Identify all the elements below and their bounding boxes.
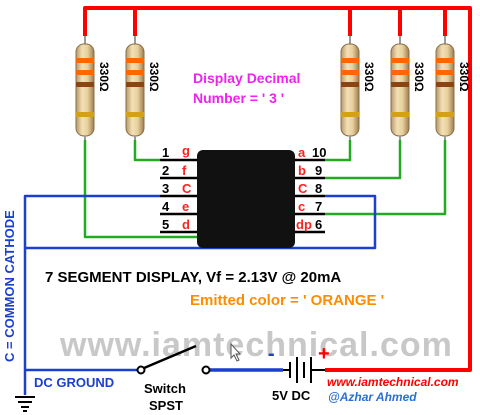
watermark-text: www.iamtechnical.com: [59, 326, 453, 364]
resistor-g: 330Ω: [75, 36, 111, 140]
switch-label: Switch: [144, 381, 186, 396]
pin-number: 4: [162, 199, 170, 214]
battery-minus-sign: -: [268, 343, 275, 365]
dc-ground-label: DC GROUND: [34, 375, 114, 390]
resistor-c: 330Ω: [435, 36, 471, 140]
pin-number: 9: [315, 163, 322, 178]
resistor-f: 330Ω: [125, 36, 161, 140]
pin-segment: g: [182, 143, 190, 158]
pin-segment: a: [298, 145, 306, 160]
pin-segment: dp: [296, 217, 312, 232]
pin-number: 1: [162, 145, 169, 160]
seven-segment-chip: [197, 150, 295, 248]
pin-segment: C: [182, 181, 192, 196]
author-credit: @Azhar Ahmed: [328, 390, 417, 404]
positive-rail: [83, 6, 472, 372]
display-decimal-line1: Display Decimal: [193, 70, 300, 86]
common-cathode-label: C = COMMON CATHODE: [2, 210, 17, 362]
pin-number: 7: [315, 199, 322, 214]
spst-switch: [136, 344, 211, 375]
resistor-a: 330Ω: [340, 36, 376, 140]
ground-wires: [23, 194, 377, 395]
switch-type-label: SPST: [149, 398, 183, 413]
pin-number: 2: [162, 163, 169, 178]
pin-number: 6: [315, 217, 322, 232]
segment-wires: [83, 140, 447, 239]
pin-segment: f: [182, 163, 187, 178]
pin-segment: C: [298, 181, 308, 196]
battery-symbol: [283, 357, 325, 383]
pin-segment: c: [298, 199, 305, 214]
pin-segment: e: [182, 199, 189, 214]
pin-number: 3: [162, 181, 169, 196]
resistor-label: 330Ω: [97, 62, 111, 92]
resistor-label: 330Ω: [412, 62, 426, 92]
display-title: 7 SEGMENT DISPLAY, Vf = 2.13V @ 20mA: [45, 269, 341, 286]
resistor-b: 330Ω: [390, 36, 426, 140]
battery-voltage-label: 5V DC: [272, 388, 311, 403]
cursor-icon: [230, 342, 242, 362]
pin-segment: d: [182, 217, 190, 232]
pin-stubs: [160, 158, 325, 234]
pin-number: 10: [312, 145, 326, 160]
battery-plus-sign: +: [318, 343, 330, 365]
website-url: www.iamtechnical.com: [327, 375, 459, 389]
resistor-label: 330Ω: [362, 62, 376, 92]
ground-symbol: [15, 396, 35, 412]
pin-number: 5: [162, 217, 169, 232]
resistor-label: 330Ω: [147, 62, 161, 92]
pin-number: 8: [315, 181, 322, 196]
display-decimal-line2: Number = ' 3 ': [193, 90, 284, 106]
resistor-label: 330Ω: [457, 62, 471, 92]
emitted-color: Emitted color = ' ORANGE ': [190, 292, 384, 309]
pin-segment: b: [298, 163, 306, 178]
